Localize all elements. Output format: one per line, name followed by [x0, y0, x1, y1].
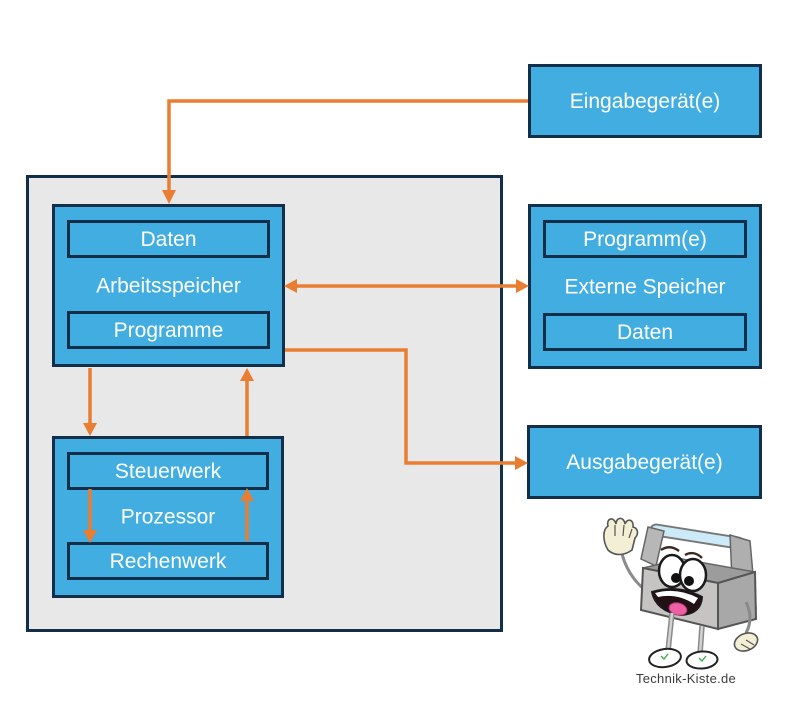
steuerwerk-subbox: Steuerwerk	[67, 452, 269, 490]
externe-speicher-box: Programm(e) Externe Speicher Daten	[528, 204, 762, 369]
mascot-left-bracket	[640, 526, 665, 568]
eingabegeraet-box: Eingabegerät(e)	[528, 64, 762, 138]
mascot-box-interior	[642, 558, 756, 584]
rechenwerk-label: Rechenwerk	[109, 549, 227, 573]
mascot-handle	[649, 523, 745, 550]
arbeitsspeicher-daten-subbox: Daten	[67, 220, 270, 258]
mascot-waving-glove-icon	[603, 517, 639, 556]
mascot-box-side	[717, 570, 758, 631]
mascot-right-bracket	[729, 533, 757, 610]
prozessor-label: Prozessor	[120, 505, 216, 529]
ausgabegeraet-box: Ausgabegerät(e)	[527, 425, 762, 499]
prozessor-box: Steuerwerk Prozessor Rechenwerk	[52, 436, 284, 598]
mascot-eyes	[657, 553, 708, 593]
arbeitsspeicher-box: Daten Arbeitsspeicher Programme	[52, 204, 285, 367]
steuerwerk-label: Steuerwerk	[114, 459, 222, 483]
mascot-right-arm	[744, 601, 752, 634]
externe-speicher-daten-label: Daten	[616, 320, 674, 344]
mascot-shoes	[648, 647, 719, 670]
externe-speicher-label: Externe Speicher	[564, 275, 726, 298]
mascot-right-glove-icon	[733, 632, 759, 652]
arbeitsspeicher-programme-label: Programme	[113, 318, 224, 342]
rechenwerk-subbox: Rechenwerk	[67, 542, 269, 580]
eingabegeraet-label: Eingabegerät(e)	[569, 89, 721, 113]
externe-speicher-daten-subbox: Daten	[543, 313, 747, 351]
ausgabegeraet-label: Ausgabegerät(e)	[566, 450, 723, 474]
arbeitsspeicher-label: Arbeitsspeicher	[96, 274, 241, 297]
mascot-toolbox-illustration	[603, 517, 759, 670]
mascot-mouth	[650, 587, 704, 617]
externe-speicher-programme-subbox: Programm(e)	[543, 220, 747, 258]
arbeitsspeicher-programme-subbox: Programme	[67, 311, 270, 349]
arbeitsspeicher-daten-label: Daten	[140, 227, 197, 251]
mascot-legs	[665, 612, 705, 655]
externe-speicher-programme-label: Programm(e)	[583, 227, 707, 251]
mascot-eyebrows	[660, 546, 703, 559]
mascot-box-front	[639, 566, 719, 631]
mascot-left-arm	[620, 553, 646, 592]
mascot-caption: Technik-Kiste.de	[635, 671, 737, 686]
